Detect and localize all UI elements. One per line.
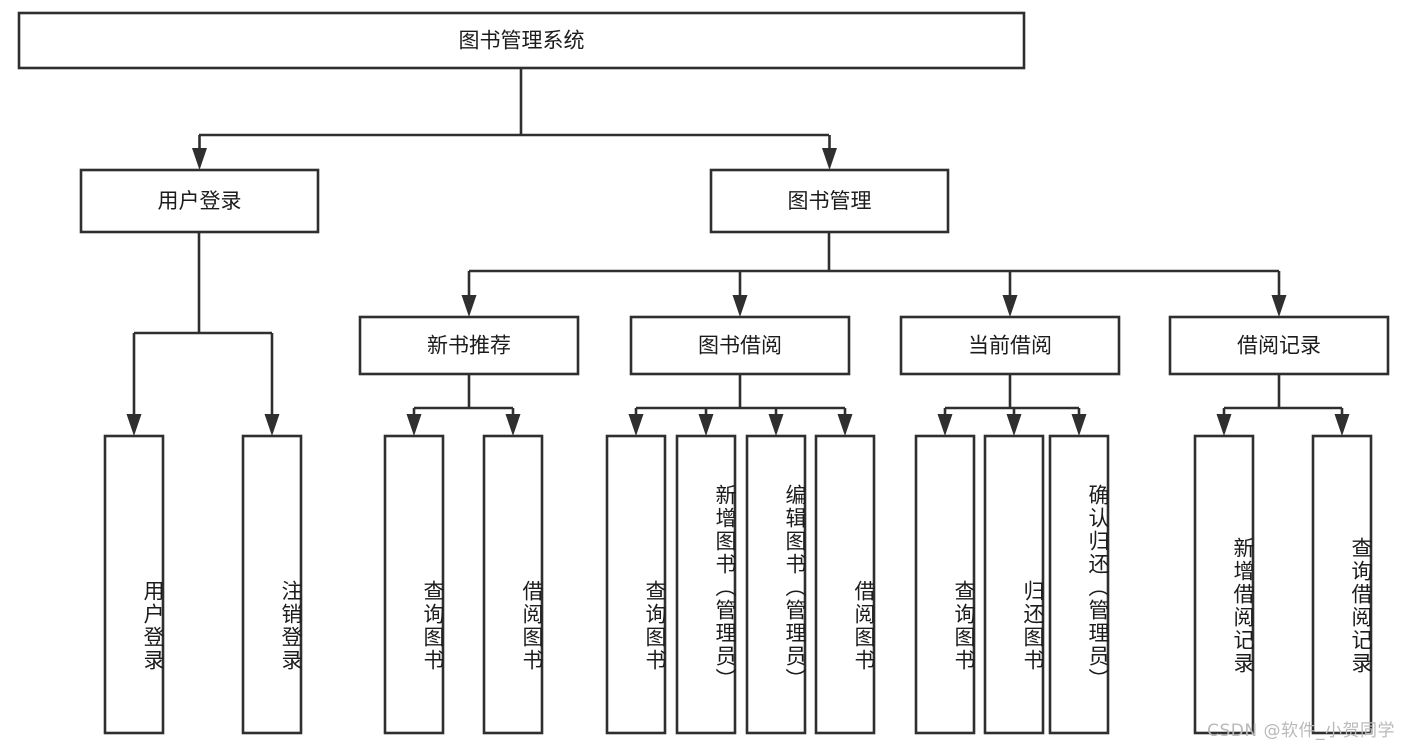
node-box-leaf-user-login[interactable]: [103, 434, 165, 735]
arrow-to-leaf-query-borrow-record: [1334, 414, 1350, 436]
arrow-to-leaf-add-book: [698, 414, 714, 436]
arrow-to-new-book-recommend: [461, 295, 477, 317]
arrow-to-leaf-user-login: [126, 414, 142, 436]
node-leaf-logout[interactable]: [241, 434, 303, 735]
node-leaf-confirm-return[interactable]: [1048, 434, 1110, 735]
arrow-to-leaf-query-book-current: [937, 414, 953, 436]
arrow-to-book-borrow: [732, 295, 748, 317]
node-box-leaf-logout[interactable]: [241, 434, 303, 735]
node-current-borrow[interactable]: [899, 315, 1121, 376]
node-leaf-borrow-book-recommend[interactable]: [482, 434, 544, 735]
node-box-book-borrow[interactable]: [629, 315, 851, 376]
node-book-borrow[interactable]: [629, 315, 851, 376]
arrow-to-book-management: [822, 148, 837, 170]
node-box-current-borrow[interactable]: [899, 315, 1121, 376]
arrow-to-leaf-add-borrow-record: [1216, 414, 1232, 436]
node-new-book-recommend[interactable]: [358, 315, 580, 376]
node-leaf-query-book-current[interactable]: [914, 434, 976, 735]
arrow-to-leaf-edit-book: [768, 414, 784, 436]
node-box-leaf-borrow-book[interactable]: [814, 434, 876, 735]
node-leaf-user-login[interactable]: [103, 434, 165, 735]
node-label-new-book-recommend: 新书推荐: [427, 334, 511, 358]
node-box-new-book-recommend[interactable]: [358, 315, 580, 376]
node-box-user-login[interactable]: [79, 168, 320, 234]
node-box-leaf-edit-book[interactable]: [745, 434, 807, 735]
node-box-leaf-add-borrow-record[interactable]: [1193, 434, 1255, 735]
arrow-to-leaf-borrow-book: [837, 414, 853, 436]
arrow-to-leaf-logout: [264, 414, 280, 436]
node-label-current-borrow: 当前借阅: [968, 334, 1052, 358]
connectors-layer: [126, 68, 1350, 436]
node-box-book-management[interactable]: [709, 168, 950, 234]
node-box-leaf-add-book[interactable]: [675, 434, 737, 735]
arrow-to-leaf-query-book-recommend: [406, 414, 422, 436]
csdn-watermark: CSDN @软件_小贺同学: [1207, 721, 1395, 741]
arrow-to-leaf-borrow-book-recommend: [505, 414, 521, 436]
node-leaf-edit-book[interactable]: [745, 434, 807, 735]
node-box-leaf-query-book-recommend[interactable]: [383, 434, 445, 735]
node-label-book-borrow: 图书借阅: [698, 334, 782, 358]
arrow-to-borrow-records: [1271, 295, 1287, 317]
node-box-leaf-borrow-book-recommend[interactable]: [482, 434, 544, 735]
node-box-root[interactable]: [17, 11, 1026, 70]
arrow-to-leaf-query-book-borrow: [628, 414, 644, 436]
node-label-root: 图书管理系统: [459, 29, 585, 53]
node-leaf-query-book-borrow[interactable]: [605, 434, 667, 735]
arrow-to-leaf-confirm-return: [1071, 414, 1087, 436]
node-label-user-login: 用户登录: [158, 189, 242, 213]
node-leaf-return-book[interactable]: [983, 434, 1045, 735]
node-leaf-add-book[interactable]: [675, 434, 737, 735]
node-box-leaf-confirm-return[interactable]: [1048, 434, 1110, 735]
node-box-borrow-records[interactable]: [1168, 315, 1390, 376]
node-leaf-query-borrow-record[interactable]: [1311, 434, 1373, 735]
node-box-leaf-query-book-borrow[interactable]: [605, 434, 667, 735]
node-borrow-records[interactable]: [1168, 315, 1390, 376]
node-book-management[interactable]: [709, 168, 950, 234]
arrow-to-current-borrow: [1002, 295, 1018, 317]
arrow-to-user-login: [192, 148, 207, 170]
node-box-leaf-query-book-current[interactable]: [914, 434, 976, 735]
node-label-borrow-records: 借阅记录: [1237, 334, 1321, 358]
node-box-leaf-query-borrow-record[interactable]: [1311, 434, 1373, 735]
node-label-book-management: 图书管理: [788, 189, 872, 213]
boxes-layer: [17, 11, 1390, 735]
node-leaf-borrow-book[interactable]: [814, 434, 876, 735]
arrow-to-leaf-return-book: [1006, 414, 1022, 436]
node-leaf-add-borrow-record[interactable]: [1193, 434, 1255, 735]
node-box-leaf-return-book[interactable]: [983, 434, 1045, 735]
node-root[interactable]: [17, 11, 1026, 70]
node-leaf-query-book-recommend[interactable]: [383, 434, 445, 735]
node-user-login[interactable]: [79, 168, 320, 234]
